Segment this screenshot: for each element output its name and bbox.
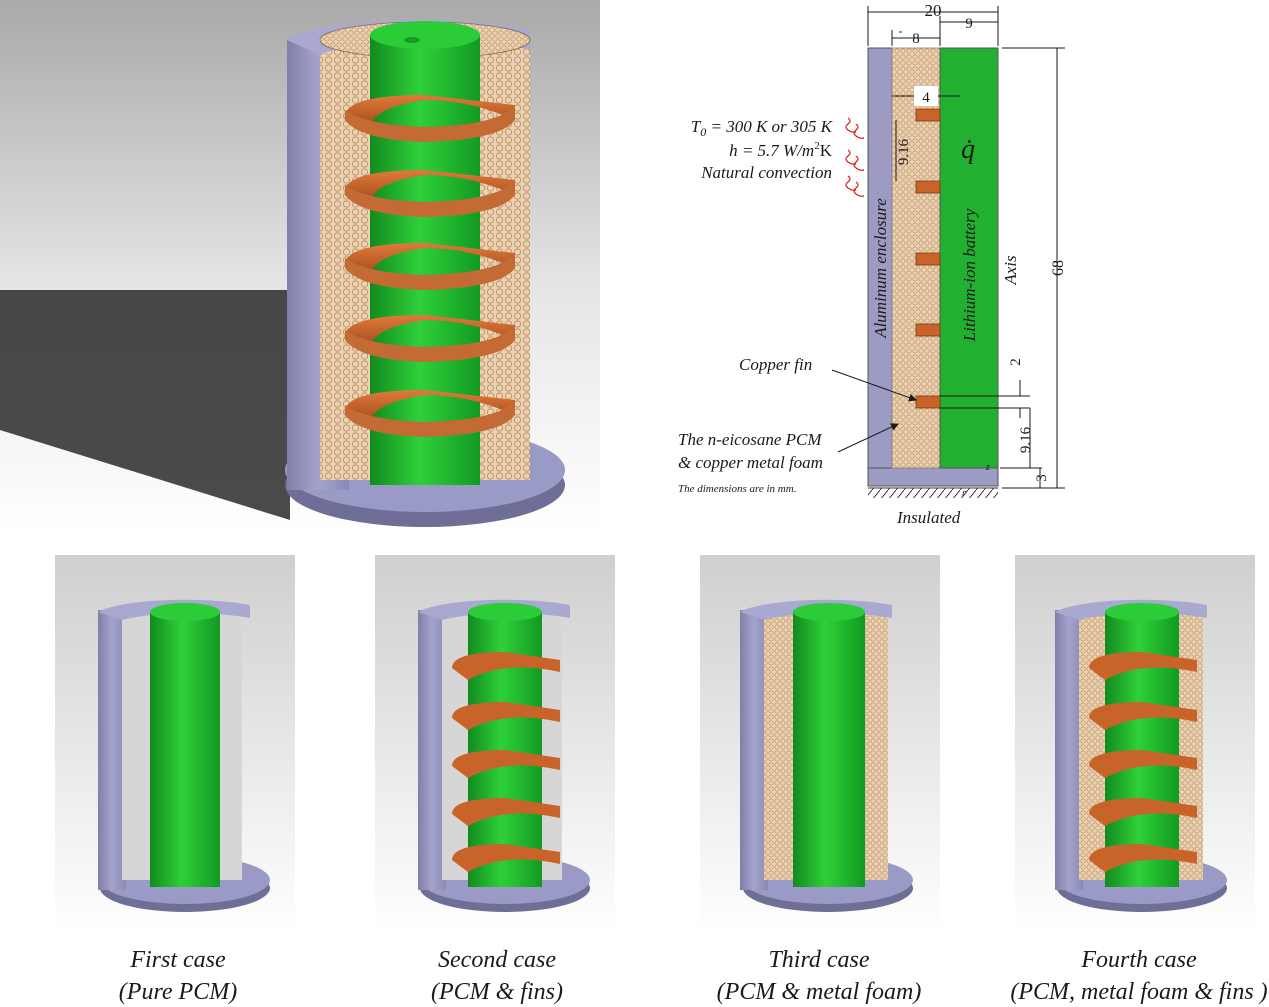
enclosure-base	[867, 467, 999, 487]
case3-render	[740, 599, 913, 912]
dim-battery-width: 9	[965, 16, 973, 32]
case3-title: Third case	[768, 947, 869, 973]
dim-fin-length: 4	[922, 90, 930, 106]
case4-title: Fourth case	[1080, 947, 1197, 973]
case1-subtitle: (Pure PCM)	[119, 979, 237, 1005]
case3-subtitle: (PCM & metal foam)	[717, 979, 922, 1005]
case4-subtitle: (PCM, metal foam & fins )	[1010, 979, 1267, 1005]
case1-render	[98, 599, 270, 912]
axis-r: r	[962, 488, 966, 499]
axis-z: z	[985, 462, 990, 473]
schematic-diagram: 20 8 9 4 9.16 68 2 9.16 3 q̇ Axis Lithiu…	[678, 1, 1067, 527]
case2-render	[418, 599, 590, 912]
copper-fins	[915, 108, 941, 409]
bc-heat-transfer-coefficient: h = 5.7 W/m2K	[729, 140, 833, 160]
convection-arrows	[845, 117, 865, 197]
axis-label: Axis	[1001, 255, 1020, 286]
case2-title: Second case	[438, 947, 556, 973]
dim-fin-spacing-top: 9.16	[896, 138, 912, 165]
case2-subtitle: (PCM & fins)	[431, 979, 563, 1005]
insulated-hatch	[868, 488, 998, 498]
pcm-label-line1: The n-eicosane PCM	[678, 430, 822, 449]
dim-fin-thickness: 2	[1008, 358, 1024, 366]
dim-fin-spacing-bottom: 9.16	[1018, 426, 1034, 453]
dim-total-width: 20	[925, 1, 942, 20]
bc-convection: Natural convection	[700, 163, 832, 182]
battery-region	[939, 47, 999, 469]
copper-fin-label: Copper fin	[739, 355, 812, 374]
battery-label: Lithium-ion battery	[960, 208, 979, 342]
case4-render	[1055, 599, 1227, 912]
dim-pcm-width: 8	[912, 31, 920, 47]
dimensions-note: The dimensions are in mm.	[678, 483, 796, 495]
dim-base: 3	[1034, 474, 1050, 482]
heat-generation-symbol: q̇	[961, 134, 975, 165]
bc-temperature: T0 = 300 K or 305 K	[691, 117, 834, 139]
enclosure-label: Aluminum enclosure	[871, 198, 890, 339]
render-shadow	[0, 290, 290, 520]
insulated-label: Insulated	[896, 508, 961, 527]
large-render	[285, 19, 565, 527]
case1-title: First case	[129, 947, 226, 973]
pcm-label-line2: & copper metal foam	[678, 453, 823, 472]
dim-height: 68	[1050, 260, 1067, 276]
